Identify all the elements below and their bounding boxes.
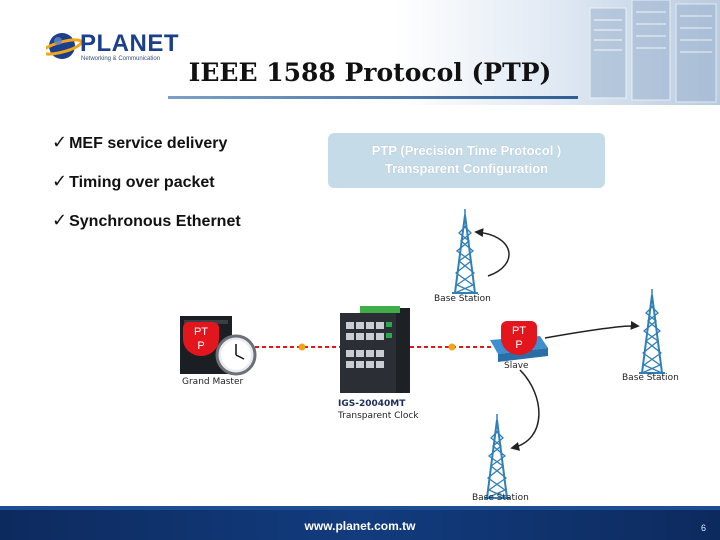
igs-switch-icon: [340, 306, 410, 393]
slave-label: Slave: [504, 361, 529, 371]
bullet-item: ✓MEF service delivery: [52, 132, 227, 153]
link-node: [298, 343, 306, 351]
badge-text: P: [515, 339, 523, 351]
ptp-callout-box: PTP (Precision Time Protocol ) Transpare…: [328, 133, 605, 188]
check-icon: ✓: [52, 171, 68, 192]
base-station-right-icon: [638, 288, 666, 374]
callout-line-1: PTP (Precision Time Protocol ): [371, 143, 562, 158]
logo-tagline: Networking & Communication: [81, 56, 161, 62]
badge-text: PT: [511, 325, 527, 337]
bullet-text: MEF service delivery: [69, 135, 228, 152]
planet-logo-globe-icon: [46, 33, 83, 59]
bullet-item: ✓Synchronous Ethernet: [52, 210, 241, 231]
badge-text: P: [197, 340, 205, 352]
check-icon: ✓: [52, 210, 68, 231]
switch-model-label: IGS-20040MT: [338, 399, 406, 409]
bullet-text: Synchronous Ethernet: [69, 213, 241, 230]
arrow-to-right-base-station: [544, 320, 640, 339]
switch-caption-label: Transparent Clock: [337, 411, 419, 421]
footer-url-link[interactable]: www.planet.com.tw: [304, 519, 416, 533]
base-station-top-label: Base Station: [434, 294, 491, 304]
server-rack-decoration: [589, 0, 717, 103]
footer-accent-line: [0, 506, 720, 510]
link-node: [448, 343, 456, 351]
footer-bar: [0, 510, 720, 540]
base-station-top-icon: [451, 208, 479, 294]
base-station-bottom-label: Base Station: [472, 493, 529, 503]
grand-master-label: Grand Master: [182, 377, 244, 387]
ptp-badge-grand-master: PT P: [183, 322, 219, 356]
base-station-right-label: Base Station: [622, 373, 679, 383]
page-number: 6: [700, 523, 706, 533]
badge-text: PT: [193, 326, 209, 338]
arrow-to-bottom-base-station: [510, 369, 540, 451]
bullet-text: Timing over packet: [69, 174, 215, 191]
bullet-item: ✓Timing over packet: [52, 171, 215, 192]
ptp-badge-slave: PT P: [501, 321, 537, 355]
arrow-to-top-base-station: [474, 228, 510, 277]
title-underline: [168, 96, 578, 99]
base-station-bottom-icon: [483, 413, 511, 499]
page-title: IEEE 1588 Protocol (PTP): [188, 58, 552, 87]
check-icon: ✓: [52, 132, 68, 153]
logo-wordmark: PLANET: [80, 30, 179, 57]
callout-line-2: Transparent Configuration: [384, 161, 549, 176]
